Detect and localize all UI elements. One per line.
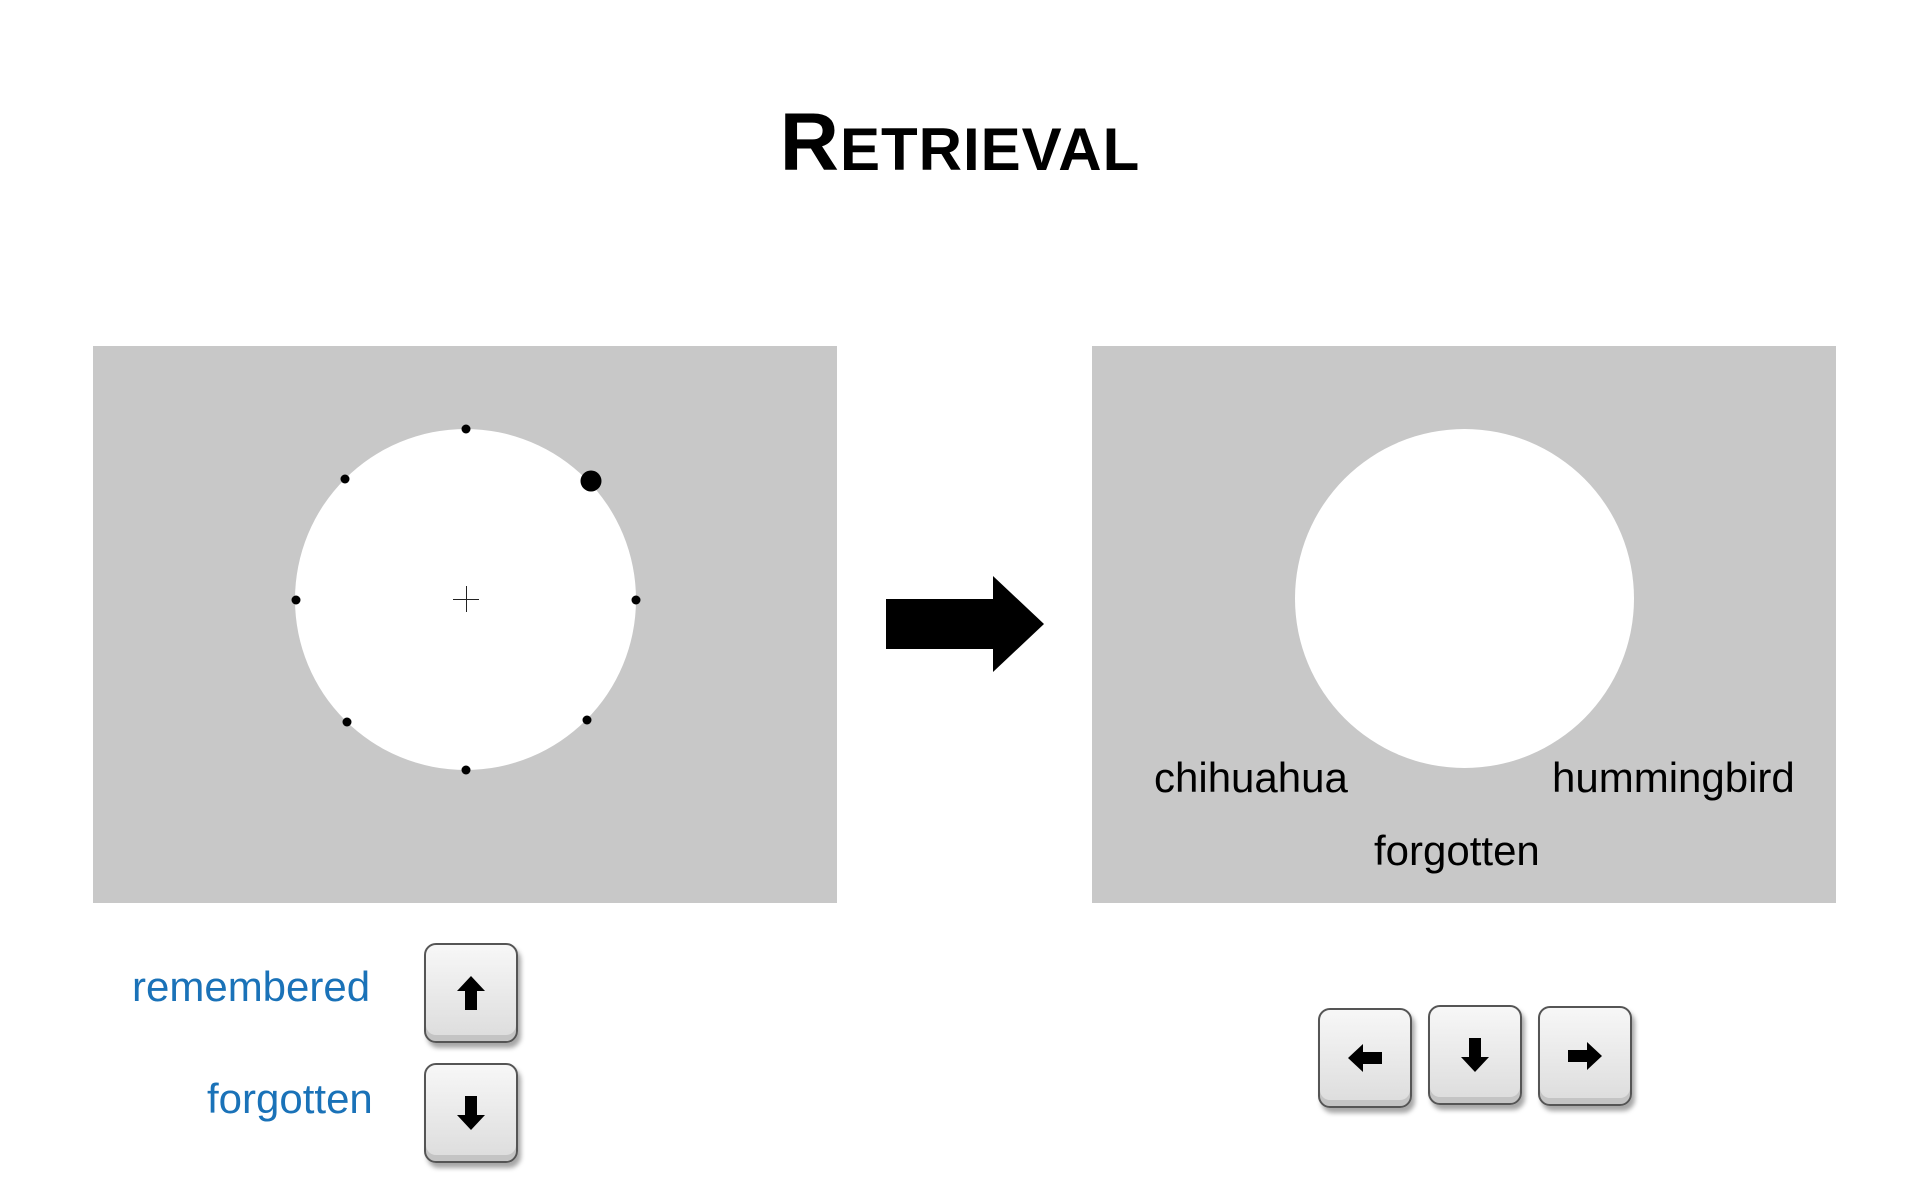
location-dot-upper-left xyxy=(340,474,350,484)
arrow-right-icon xyxy=(1565,1038,1605,1074)
location-dot-bottom xyxy=(461,765,471,775)
word-option-left: chihuahua xyxy=(1154,754,1348,801)
arrow-left-icon xyxy=(1345,1040,1385,1076)
down-key-right[interactable] xyxy=(1428,1005,1522,1105)
left-key[interactable] xyxy=(1318,1008,1412,1108)
location-dot-lower-right xyxy=(582,715,592,725)
location-dot-lower-left xyxy=(342,717,352,727)
location-display-panel xyxy=(93,346,837,903)
location-dot-right xyxy=(631,595,641,605)
arrow-down-icon xyxy=(1457,1035,1493,1075)
location-dot-highlighted xyxy=(580,470,602,492)
white-disc xyxy=(1295,429,1634,768)
right-key[interactable] xyxy=(1538,1006,1632,1106)
word-option-bottom: forgotten xyxy=(1374,827,1540,874)
arrow-down-icon xyxy=(453,1093,489,1133)
page-title: RETRIEVAL xyxy=(779,97,1141,188)
word-choice-panel: chihuahua hummingbird forgotten xyxy=(1092,346,1836,903)
forgotten-label: forgotten xyxy=(207,1075,373,1122)
up-key[interactable] xyxy=(424,943,518,1043)
down-key[interactable] xyxy=(424,1063,518,1163)
remembered-label: remembered xyxy=(132,963,371,1010)
location-dot-left xyxy=(291,595,301,605)
arrow-up-icon xyxy=(453,973,489,1013)
location-dot-top xyxy=(461,424,471,434)
right-arrow-icon xyxy=(886,576,1044,681)
word-option-right: hummingbird xyxy=(1552,754,1795,801)
